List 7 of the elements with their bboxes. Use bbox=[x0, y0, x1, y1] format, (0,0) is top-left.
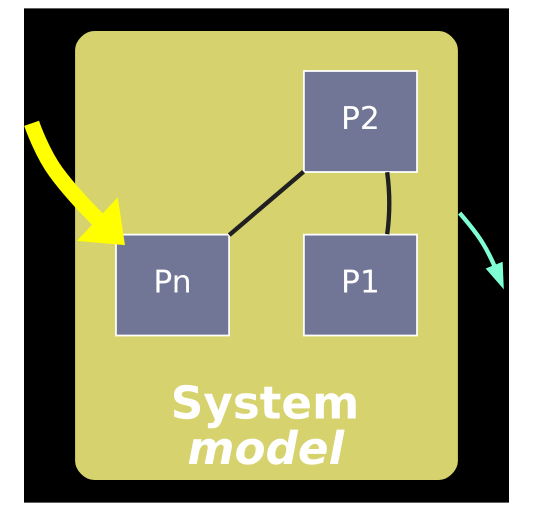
node-box: P1 bbox=[303, 234, 418, 336]
arrow bbox=[458, 212, 504, 290]
node-box: P2 bbox=[303, 70, 418, 173]
node-box: Pn bbox=[115, 234, 230, 336]
connector bbox=[385, 172, 392, 234]
connector bbox=[228, 170, 305, 237]
arrow bbox=[24, 120, 125, 246]
